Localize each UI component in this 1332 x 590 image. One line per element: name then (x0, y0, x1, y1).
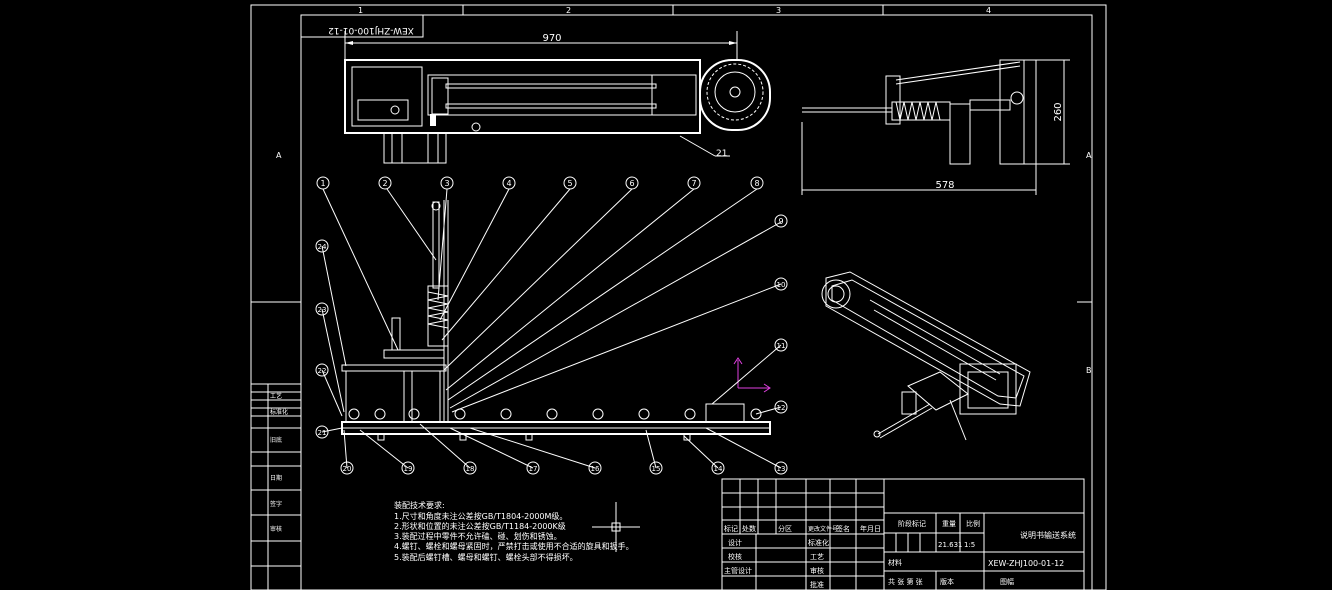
balloon-13: 13 (777, 465, 786, 473)
left-strip-6: 审核 (270, 525, 282, 533)
tb-version: 版本 (940, 577, 954, 586)
dim-width: 578 (935, 180, 954, 191)
balloon-16: 16 (591, 465, 600, 473)
tech-line-1: 1.尺寸和角度未注公差按GB/T1804-2000M级。 (394, 511, 567, 521)
tb-h-qty: 处数 (742, 524, 756, 533)
tech-line-3: 3.装配过程中零件不允许磕、碰、划伤和锈蚀。 (394, 531, 562, 541)
tb-r-check: 校核 (728, 552, 742, 561)
side-view: 260 578 (801, 59, 1070, 195)
tb-scale: 比例 (966, 519, 980, 528)
tb-h-docno: 更改文件号 (808, 525, 838, 533)
front-view (341, 200, 771, 441)
tech-line-4: 4.螺钉、螺栓和螺母紧固时，严禁打击或使用不合适的旋具和扳手。 (394, 541, 634, 551)
tb-h-mark: 标记 (724, 524, 738, 533)
title-block: 标记 处数 分区 更改文件号 签名 年月日 设计 标准化 校核 工艺 主管设计 … (721, 478, 1085, 590)
tb-title: 说明书输送系统 (1020, 530, 1076, 540)
balloon-23: 23 (318, 306, 327, 314)
left-strip-4: 日期 (270, 474, 282, 482)
balloon-12: 12 (777, 404, 786, 412)
tech-line-5: 5.装配后螺钉槽、螺母和螺钉、螺栓头部不得损坏。 (394, 552, 578, 562)
balloon-10: 10 (777, 281, 786, 289)
balloon-24: 24 (318, 243, 327, 251)
balloon-18: 18 (466, 465, 475, 473)
ucs-icon (733, 357, 771, 393)
left-strip-5: 签字 (270, 500, 282, 508)
balloon-4: 4 (506, 179, 511, 188)
balloon-5: 5 (567, 179, 572, 188)
bottom-bolts (377, 433, 691, 441)
balloon-17: 17 (529, 465, 538, 473)
balloons: 1 2 3 4 5 6 7 8 9 10 11 12 13 14 15 16 1… (315, 176, 788, 475)
balloon-1: 1 (320, 179, 325, 188)
balloon-9: 9 (778, 217, 783, 226)
chain-links (348, 408, 762, 420)
tb-weight: 重量 (942, 520, 956, 528)
zone-col-2: 2 (566, 6, 571, 15)
tb-r-design: 设计 (728, 538, 742, 547)
isometric-view (821, 271, 1031, 441)
tb-drawing-no: XEW-ZHJ100-01-12 (988, 559, 1064, 568)
tb-h-zone: 分区 (778, 524, 792, 533)
tech-heading: 装配技术要求: (394, 500, 445, 510)
leader-lines (321, 188, 782, 469)
balloon-22: 22 (318, 367, 327, 375)
tb-material: 材料 (888, 558, 902, 567)
tb-h-sign: 签名 (836, 524, 850, 533)
top-view: 970 21 (344, 31, 771, 164)
tb-stamp: 图幅 (1000, 577, 1014, 586)
zone-col-4: 4 (986, 6, 991, 15)
balloon-11: 11 (777, 342, 786, 350)
balloon-2: 2 (382, 179, 387, 188)
tb-weight-val: 21.631 (938, 541, 963, 549)
crosshair-cursor (592, 502, 640, 552)
tb-share: 共 张 第 张 (888, 577, 923, 586)
tb-h-date: 年月日 (860, 524, 881, 533)
left-strip: 工艺 标准化 旧底 日期 签字 审核 (250, 383, 302, 590)
mirrored-stamp-text: XEW-ZHJ100-01-12 (328, 25, 414, 35)
zone-row-a-left: A (276, 151, 282, 160)
dim-height: 260 (1053, 102, 1064, 121)
tb-r-approve: 批准 (810, 580, 824, 589)
balloon-15: 15 (652, 465, 661, 473)
tech-line-2: 2.形状和位置的未注公差按GB/T1184-2000K级 (394, 521, 566, 531)
left-strip-3: 旧底 (270, 436, 282, 444)
balloon-6: 6 (629, 179, 634, 188)
zone-row-a-right: A (1086, 151, 1092, 160)
tb-r-standard: 标准化 (808, 538, 829, 547)
balloon-8: 8 (754, 179, 759, 188)
tb-r-audit: 审核 (810, 566, 824, 575)
sheet-frame: 1 2 3 4 A A B (250, 4, 1107, 590)
balloon-7: 7 (691, 179, 696, 188)
tb-stage-mark: 阶段标记 (898, 519, 926, 528)
part-ref-top: 21 (716, 149, 727, 159)
top-view-sprocket (699, 59, 771, 131)
left-strip-1: 工艺 (270, 392, 282, 400)
tb-r-process: 工艺 (810, 553, 824, 561)
dim-length: 970 (542, 33, 561, 44)
left-strip-2: 标准化 (270, 408, 288, 416)
zone-col-3: 3 (776, 6, 781, 15)
balloon-14: 14 (714, 465, 723, 473)
balloon-3: 3 (444, 179, 449, 188)
mirrored-stamp: XEW-ZHJ100-01-12 (300, 14, 424, 38)
tb-r-chief: 主管设计 (724, 566, 752, 575)
balloon-21: 21 (318, 429, 327, 437)
balloon-20: 20 (343, 465, 352, 473)
tb-scale-val: 1:5 (964, 541, 975, 549)
tech-requirements: 装配技术要求: 1.尺寸和角度未注公差按GB/T1804-2000M级。 2.形… (394, 500, 634, 562)
balloon-19: 19 (404, 465, 413, 473)
zone-row-b-right: B (1086, 366, 1092, 375)
zone-col-1: 1 (358, 6, 363, 15)
